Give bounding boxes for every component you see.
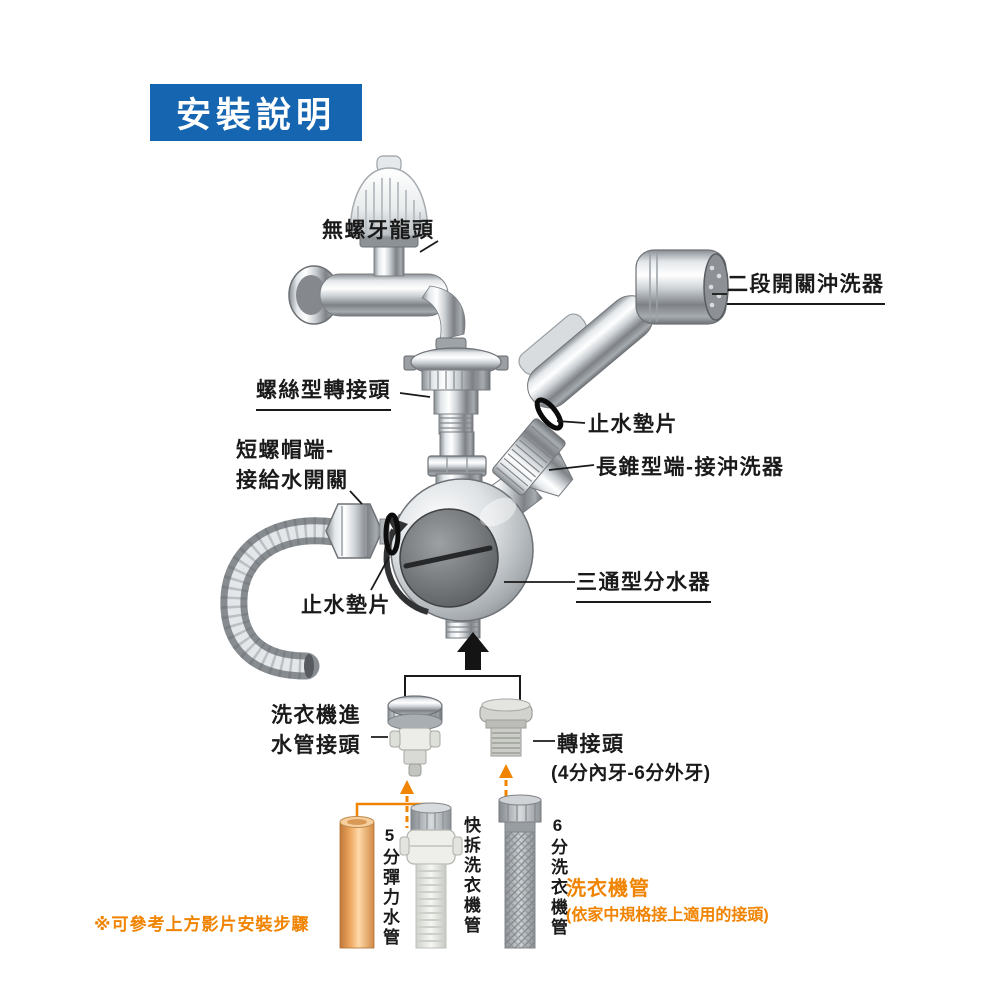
callout-short-nut: 短螺帽端- 接給水開關 xyxy=(236,436,349,497)
inlet-connector-graphic xyxy=(387,695,443,777)
label-six-point-hose: 6分洗衣機管 xyxy=(548,816,567,938)
flex-hose-graphic xyxy=(220,517,348,680)
label-machine-hose: 洗衣機管 xyxy=(566,878,650,900)
cone-connector-graphic xyxy=(492,418,574,497)
connector-bracket-line xyxy=(404,675,521,702)
callout-adapter-spec: (4分內牙-6分外牙) xyxy=(551,763,711,784)
page-title-text: 安裝說明 xyxy=(175,96,336,135)
callout-gasket-left: 止水墊片 xyxy=(301,594,391,617)
thread-adapter-graphic xyxy=(479,698,533,757)
screw-adapter-graphic xyxy=(403,347,509,435)
callout-gasket-right: 止水墊片 xyxy=(588,413,678,436)
callout-short-nut-line1: 短螺帽端- xyxy=(236,439,335,462)
braided-hose-graphic xyxy=(498,794,542,949)
callout-cone-end: 長錐型端-接沖洗器 xyxy=(596,456,785,479)
crystal-knob-graphic xyxy=(349,155,429,237)
hex-nut-graphic xyxy=(325,503,390,559)
callout-short-nut-line2: 接給水開關 xyxy=(236,469,349,493)
elastic-hose-graphic xyxy=(339,816,375,949)
dashed-arrow-left-icon xyxy=(400,780,414,828)
callout-adapter: 轉接頭 xyxy=(557,733,625,756)
callout-diverter: 三通型分水器 xyxy=(576,568,711,604)
label-quick-release-hose: 快拆洗衣機管 xyxy=(461,816,480,936)
sprayer-graphic xyxy=(518,249,729,409)
gasket-left-graphic xyxy=(383,512,401,556)
callout-screw-adapter: 螺絲型轉接頭 xyxy=(256,376,391,412)
callout-inlet-connector: 洗衣機進 水管接頭 xyxy=(271,701,361,762)
footnote-video-tip: ※可參考上方影片安裝步驟 xyxy=(94,915,310,934)
callout-inlet-connector-line2: 水管接頭 xyxy=(271,734,361,758)
leader-lines xyxy=(349,240,727,742)
label-machine-hose-note: (依家中規格接上適用的接頭) xyxy=(566,907,769,924)
callout-inlet-connector-line1: 洗衣機進 xyxy=(271,704,361,727)
dashed-arrow-right-icon xyxy=(499,764,513,800)
page-title: 安裝說明 xyxy=(150,84,362,141)
callout-faucet: 無螺牙龍頭 xyxy=(322,219,435,242)
diverter-ball-graphic xyxy=(383,478,534,622)
label-elastic-hose: 5分彈力水管 xyxy=(380,826,399,948)
gasket-right-graphic xyxy=(534,397,564,431)
up-arrow-icon xyxy=(457,632,489,670)
faucet-graphic xyxy=(288,155,467,358)
quick-release-hose-graphic xyxy=(399,802,463,949)
callout-sprayer: 二段開關沖洗器 xyxy=(727,270,885,306)
